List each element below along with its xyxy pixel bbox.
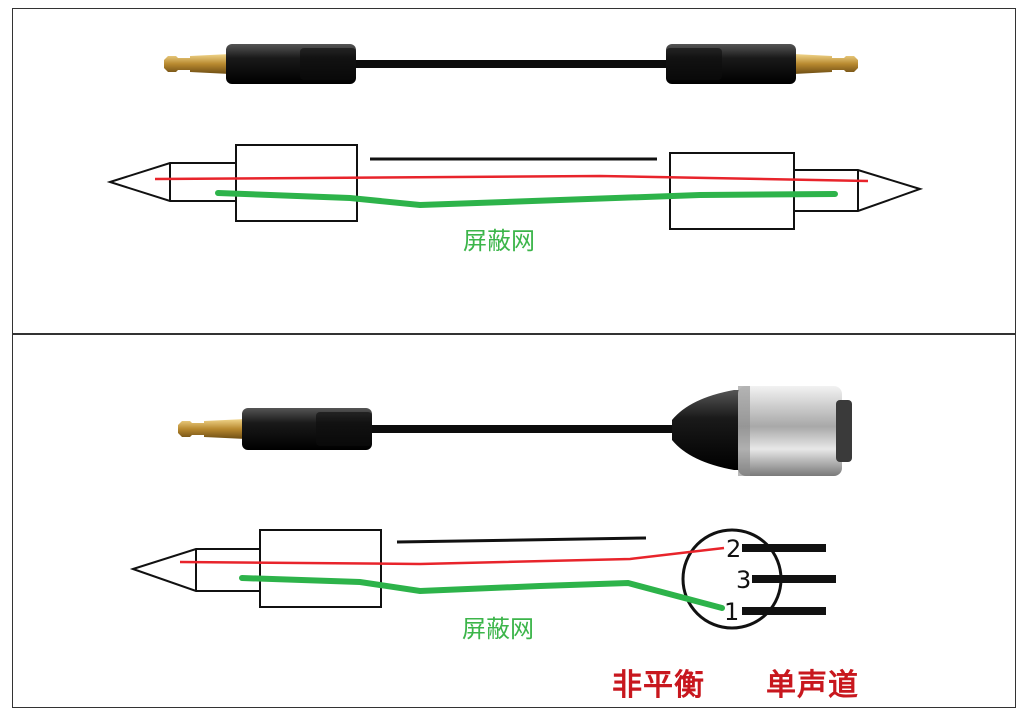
mono-caption: 单声道 [766, 668, 859, 703]
unbalanced-caption: 非平衡 [612, 668, 705, 703]
ts-to-xlr-schematic: 2 3 1 屏蔽网 [129, 528, 836, 643]
xlr-pin-label: 2 [726, 535, 741, 563]
shield-wire [239, 575, 725, 611]
ts-to-ts-schematic: 屏蔽网 [106, 144, 924, 255]
shield-wire [215, 190, 838, 209]
ts-xlr-cable-photo [178, 386, 852, 476]
right-plug-body [669, 152, 795, 230]
cable-jacket-line [396, 536, 647, 544]
bottom-diagram-panel [12, 334, 1016, 708]
plug-body [259, 529, 382, 608]
hot-wire [179, 546, 725, 566]
ts-cable-photo [164, 44, 858, 84]
ts-jack-plug-icon [666, 44, 858, 84]
xlr-pin-label: 3 [736, 566, 751, 594]
shield-label: 屏蔽网 [463, 227, 535, 255]
ts-jack-plug-icon [178, 408, 372, 450]
xlr-pin-label: 1 [724, 598, 739, 626]
left-plug-body [235, 144, 358, 222]
hot-wire [154, 174, 869, 183]
ts-jack-plug-icon [164, 44, 356, 84]
xlr-male-plug-icon [672, 386, 852, 476]
right-plug-tip [794, 169, 924, 212]
shield-label: 屏蔽网 [462, 615, 534, 643]
